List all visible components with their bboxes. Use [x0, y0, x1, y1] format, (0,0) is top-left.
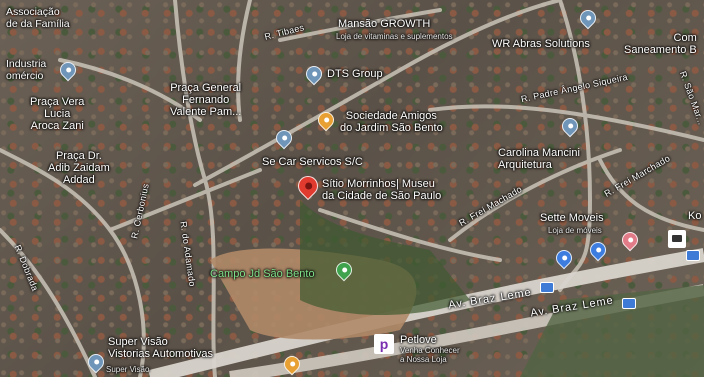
grass-field	[520, 285, 704, 377]
street-padre	[428, 104, 704, 142]
bus-stop-icon[interactable]	[686, 250, 700, 261]
label-wr[interactable]: WR Abras Solutions	[492, 38, 590, 50]
label-sette[interactable]: Sette Moveis	[540, 212, 604, 224]
street-connector	[108, 168, 262, 232]
label-praca-vera[interactable]: Praça Vera Lucia Aroca Zani	[30, 96, 85, 132]
label-industria[interactable]: Industria omércio	[6, 58, 47, 82]
bus-stop-icon[interactable]	[622, 298, 636, 309]
label-com[interactable]: Com Saneamento B	[624, 32, 697, 56]
label-associacao[interactable]: Associação de da Família	[6, 6, 70, 30]
label-sette-sub: Loja de móveis	[548, 226, 602, 235]
street-vertical-right	[558, 0, 593, 292]
label-supervisao-sub: Super Visão	[106, 365, 150, 374]
label-mansao-sub: Loja de vitaminas e suplementos	[336, 32, 453, 41]
street-praca	[58, 58, 202, 122]
street-top	[236, 0, 252, 122]
street-diagonal-1	[193, 0, 562, 187]
street-sitio	[318, 208, 502, 262]
green-area	[300, 200, 470, 315]
label-petlove[interactable]: Petlove	[400, 334, 437, 346]
petlove-logo-icon[interactable]: p	[374, 334, 394, 354]
label-praca-adib[interactable]: Praça Dr. Adib Zaidam Addad	[48, 150, 110, 186]
street-dobrada	[0, 228, 97, 377]
bus-stop-icon[interactable]	[540, 282, 554, 293]
label-carolina[interactable]: Carolina Mancini Arquitetura	[498, 147, 580, 171]
label-ko[interactable]: Ko	[688, 210, 702, 222]
label-sociedade[interactable]: Sociedade Amigos do Jardim São Bento	[340, 110, 443, 134]
label-praca-fernando[interactable]: Praça General Fernando Valente Pam...	[170, 82, 242, 118]
label-sitio[interactable]: Sítio Morrinhos| Museu da Cidade de São …	[322, 178, 442, 202]
label-supervisao[interactable]: Super Visão Vistorias Automotivas	[108, 336, 213, 360]
street-frei-marchado	[598, 158, 704, 232]
street-tibaes	[278, 8, 442, 42]
business-logo-icon[interactable]	[668, 230, 686, 248]
street-frei-machado	[448, 148, 622, 242]
label-dts[interactable]: DTS Group	[327, 68, 383, 80]
label-mansao[interactable]: Mansão GROWTH	[338, 18, 431, 30]
label-secar[interactable]: Se Car Servicos S/C	[262, 156, 363, 168]
label-petlove-sub: Venha Conhecer a Nossa Loja	[400, 346, 460, 364]
label-campo[interactable]: Campo Jd São Bento	[210, 268, 315, 280]
